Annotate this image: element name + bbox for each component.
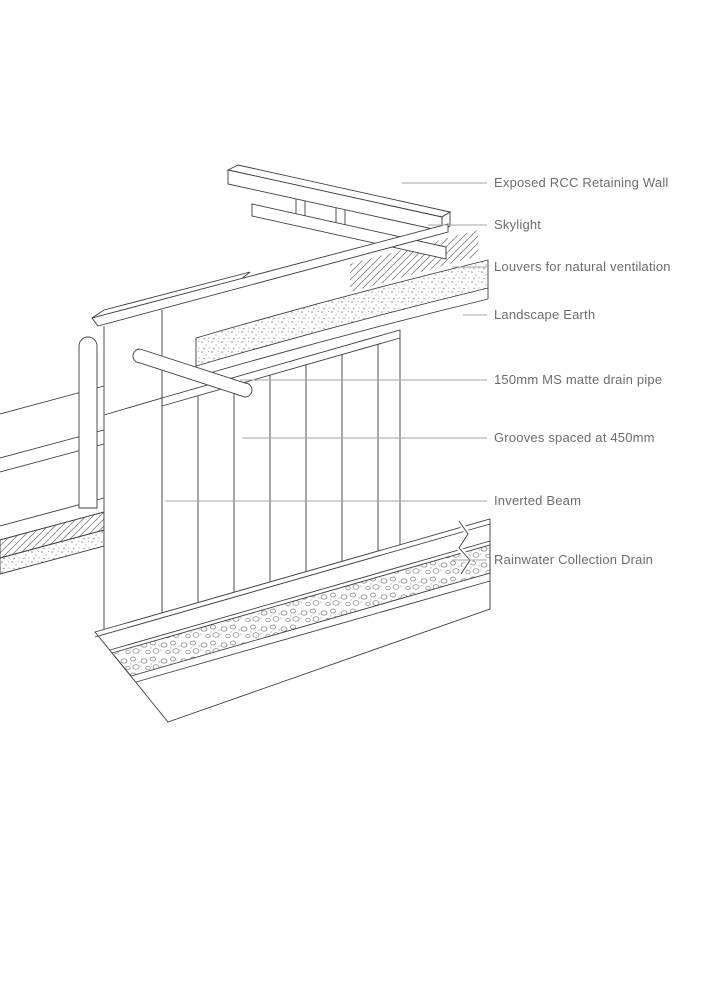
label-drain-pipe: 150mm MS matte drain pipe bbox=[494, 372, 663, 387]
label-louvers: Louvers for natural ventilation bbox=[494, 259, 671, 274]
base-slab bbox=[94, 518, 491, 723]
earth-fascia-line bbox=[195, 298, 489, 378]
glazing-plane bbox=[91, 223, 449, 327]
slab-screed-line bbox=[94, 523, 491, 638]
label-inverted-beam: Inverted Beam bbox=[494, 493, 582, 508]
label-landscape-earth: Landscape Earth bbox=[494, 307, 596, 322]
label-exposed-rcc-retaining-wall: Exposed RCC Retaining Wall bbox=[494, 175, 669, 190]
vertical-drain-pipe bbox=[78, 336, 98, 509]
slab-layer-line bbox=[109, 540, 491, 651]
ms-drain-pipe bbox=[132, 348, 253, 398]
skylight-mullions bbox=[295, 199, 346, 225]
wall-end-face-panel bbox=[103, 397, 163, 638]
rcc-wall-cap-beam bbox=[226, 164, 452, 232]
cap-beam-front-face bbox=[227, 169, 443, 232]
skylight-glazing bbox=[91, 223, 449, 327]
wall-grooves bbox=[197, 344, 379, 610]
break-mark bbox=[458, 520, 471, 575]
label-grooves: Grooves spaced at 450mm bbox=[494, 430, 655, 445]
slab-layer-line bbox=[135, 580, 491, 683]
wall-cap-reveal-line bbox=[161, 337, 401, 407]
landscape-earth-band bbox=[195, 259, 489, 378]
gravel-layer bbox=[111, 544, 491, 677]
label-rainwater-drain: Rainwater Collection Drain bbox=[494, 552, 654, 567]
label-skylight: Skylight bbox=[494, 217, 542, 232]
glazing-back-slope bbox=[91, 271, 251, 319]
leader-lines bbox=[165, 182, 487, 561]
left-floor-slab bbox=[0, 497, 105, 575]
louver-hatch bbox=[350, 230, 478, 292]
